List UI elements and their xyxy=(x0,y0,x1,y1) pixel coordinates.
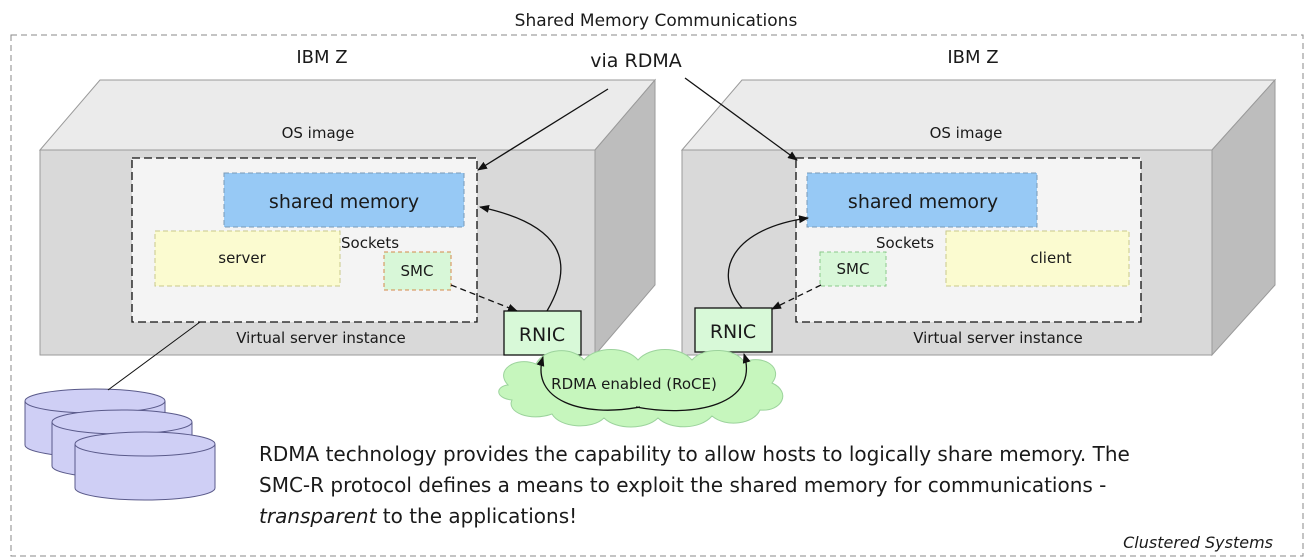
right-client-label: client xyxy=(1030,249,1071,267)
via-rdma-arrow-right xyxy=(684,77,798,161)
storage-disks-icon xyxy=(24,388,216,501)
disk-3 xyxy=(74,444,216,501)
left-shared-memory-label: shared memory xyxy=(269,191,419,213)
right-smc-box xyxy=(819,251,887,287)
description-line-3-rest: to the applications! xyxy=(376,504,577,528)
left-smc-box xyxy=(383,251,452,291)
right-sockets-label: Sockets xyxy=(876,234,934,252)
disk-1-top xyxy=(24,388,166,414)
network-label: RDMA enabled (RoCE) xyxy=(551,375,717,393)
roce-network-cloud xyxy=(498,349,784,428)
right-client-app-box xyxy=(945,230,1130,287)
left-server-app-box xyxy=(154,230,341,287)
right-os-label: OS image xyxy=(930,124,1003,142)
right-rnic-label: RNIC xyxy=(710,321,756,343)
storage-connector-line xyxy=(107,321,201,391)
via-rdma-arrow-left xyxy=(477,88,609,171)
right-smc-to-rnic-arrow xyxy=(771,284,822,310)
diagram-title: Shared Memory Communications xyxy=(515,11,798,31)
right-smc-label: SMC xyxy=(837,260,870,278)
clustered-systems-frame xyxy=(10,34,1304,557)
left-shared-memory-box xyxy=(223,172,465,228)
right-platform-label: IBM Z xyxy=(947,47,998,68)
left-rnic-box xyxy=(503,310,582,356)
left-smc-label: SMC xyxy=(401,262,434,280)
left-sockets-label: Sockets xyxy=(341,234,399,252)
cloud-to-right-rnic-arrow xyxy=(635,353,751,412)
disk-2-top xyxy=(51,409,193,435)
right-shared-memory-label: shared memory xyxy=(848,191,998,213)
description-line-1: RDMA technology provides the capability … xyxy=(259,442,1130,466)
description-line-2: SMC-R protocol defines a means to exploi… xyxy=(259,473,1106,497)
left-instance-label: Virtual server instance xyxy=(236,329,406,347)
via-rdma-label: via RDMA xyxy=(590,50,681,72)
description-line-3: transparent to the applications! xyxy=(259,504,577,528)
left-server-label: server xyxy=(218,249,266,267)
left-rnic-to-memory-arrow xyxy=(479,204,562,312)
right-rnic-to-memory-arrow xyxy=(727,215,809,309)
description-emphasis: transparent xyxy=(259,504,378,528)
left-os-label: OS image xyxy=(282,124,355,142)
footer-label: Clustered Systems xyxy=(1123,533,1273,552)
left-platform-label: IBM Z xyxy=(296,47,347,68)
right-shared-memory-box xyxy=(806,172,1038,228)
right-instance-label: Virtual server instance xyxy=(913,329,1083,347)
cloud-to-left-rnic-arrow xyxy=(536,356,641,411)
right-rnic-box xyxy=(694,307,773,353)
left-smc-to-rnic-arrow xyxy=(450,284,518,312)
disk-3-top xyxy=(74,431,216,457)
left-rnic-label: RNIC xyxy=(519,324,565,346)
